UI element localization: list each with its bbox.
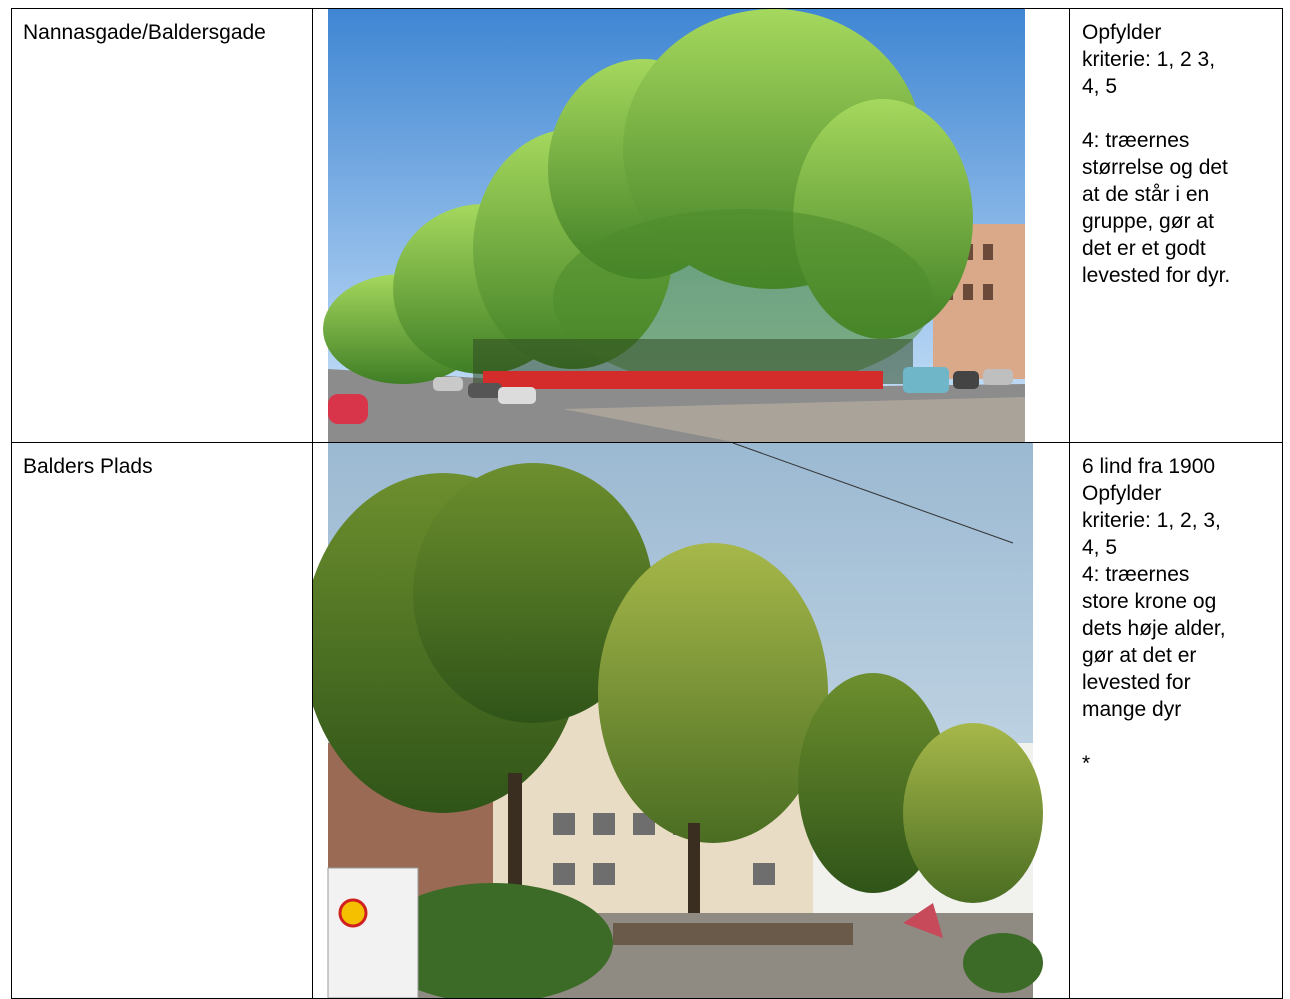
tree-table: Nannasgade/Baldersgade bbox=[11, 8, 1283, 999]
square-trees-photo bbox=[313, 443, 1069, 998]
note-line: dets høje alder, bbox=[1082, 617, 1226, 640]
location-cell: Balders Plads bbox=[11, 442, 313, 999]
note-line: kriterie: 1, 2, 3, bbox=[1082, 509, 1221, 532]
note-line: store krone og bbox=[1082, 590, 1217, 613]
note-line: kriterie: 1, 2 3, bbox=[1082, 48, 1216, 71]
street-trees-photo bbox=[313, 9, 1069, 442]
note-line: levested for dyr. bbox=[1082, 264, 1231, 287]
note-line: 4: træernes bbox=[1082, 129, 1190, 152]
note-line: mange dyr bbox=[1082, 698, 1182, 721]
notes-cell: Opfylder kriterie: 1, 2 3, 4, 5 4: træer… bbox=[1069, 8, 1283, 443]
note-line: gør at det er bbox=[1082, 644, 1197, 667]
note-line: 4, 5 bbox=[1082, 536, 1118, 559]
note-line: * bbox=[1082, 752, 1091, 775]
table-row: Nannasgade/Baldersgade bbox=[11, 8, 1283, 443]
photo-cell bbox=[312, 8, 1070, 443]
note-line bbox=[1082, 723, 1272, 750]
note-line: at de står i en bbox=[1082, 183, 1210, 206]
note-line: 4: træernes bbox=[1082, 563, 1190, 586]
note-line: størrelse og det bbox=[1082, 156, 1228, 179]
note-line: det er et godt bbox=[1082, 237, 1206, 260]
location-name: Balders Plads bbox=[23, 455, 153, 478]
location-name: Nannasgade/Baldersgade bbox=[23, 21, 266, 44]
note-line: Opfylder bbox=[1082, 21, 1162, 44]
note-line bbox=[1082, 100, 1272, 127]
location-cell: Nannasgade/Baldersgade bbox=[11, 8, 313, 443]
notes-cell: 6 lind fra 1900 Opfylder kriterie: 1, 2,… bbox=[1069, 442, 1283, 999]
note-line: 6 lind fra 1900 bbox=[1082, 455, 1216, 478]
photo-cell bbox=[312, 442, 1070, 999]
table-row: Balders Plads bbox=[11, 442, 1283, 999]
note-line: 4, 5 bbox=[1082, 75, 1118, 98]
note-line: gruppe, gør at bbox=[1082, 210, 1214, 233]
note-line: Opfylder bbox=[1082, 482, 1162, 505]
note-line: levested for bbox=[1082, 671, 1191, 694]
